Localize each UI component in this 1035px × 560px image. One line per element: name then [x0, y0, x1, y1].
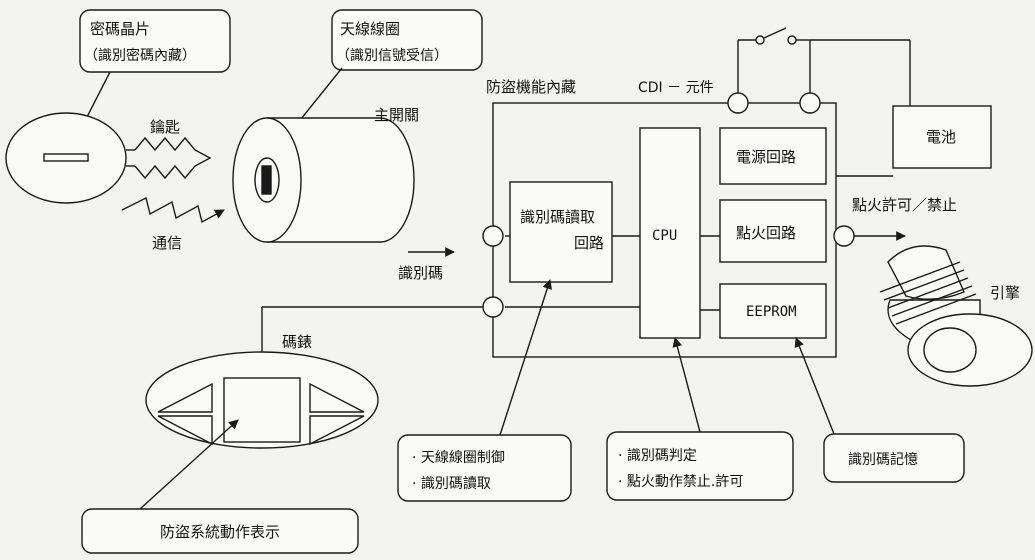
coil-callout-title: 天線線圈: [340, 20, 400, 38]
code-display-label: 碼錶: [282, 333, 312, 351]
engine-label: 引擎: [990, 284, 1020, 302]
judge-callout-line1: · 識別碼判定: [618, 448, 697, 464]
reader-circuit-label-line2: 回路: [574, 234, 604, 252]
power-circuit-label: 電源回路: [736, 148, 796, 166]
engine-icon: [879, 245, 1033, 387]
coil-control-callout-line2: · 識別碼讀取: [412, 476, 491, 492]
main-switch-icon: [232, 117, 415, 243]
display-callout-arrow: [139, 419, 239, 510]
memory-callout-arrow: [794, 337, 835, 435]
antitheft-builtin-label: 防盜機能內藏: [486, 78, 576, 96]
key-label: 鑰匙: [150, 118, 180, 136]
coil-control-callout-arrow: [499, 279, 552, 436]
chip-callout-box: [79, 9, 231, 73]
coil-control-callout-box: [397, 434, 572, 502]
main-switch-label: 主開關: [374, 106, 419, 124]
terminal-antenna: [482, 225, 504, 247]
terminal-switch-b: [799, 92, 821, 114]
eeprom-label: EEPROM: [746, 304, 797, 320]
ignition-circuit-label: 點火回路: [736, 224, 796, 242]
display-callout-label: 防盜系統動作表示: [160, 523, 280, 541]
cpu-label: CPU: [652, 228, 677, 244]
code-display-icon: [145, 351, 379, 449]
switch-lever: [763, 27, 787, 39]
id-code-label: 識別碼: [398, 264, 443, 282]
key-icon: [5, 112, 212, 204]
cdi-unit-label: CDI － 元件: [638, 80, 714, 96]
coil-control-callout-line1: · 天線線圈制御: [412, 450, 505, 466]
ignition-permit-label: 點火許可／禁止: [852, 196, 957, 214]
coil-callout-subtitle: （識別信號受信）: [336, 48, 448, 64]
switch-contact-right: [787, 35, 797, 45]
terminal-ignition-out: [833, 225, 855, 247]
terminal-switch-a: [727, 92, 749, 114]
battery-block: [892, 105, 992, 169]
judge-callout-arrow: [672, 337, 701, 433]
coil-callout-box: [331, 9, 483, 71]
memory-callout-box: [823, 433, 965, 483]
ignition-circuit-block: [719, 199, 827, 263]
eeprom-block: [719, 283, 827, 339]
cpu-block: [639, 127, 701, 339]
reader-circuit-label-line1: 識別碼讀取: [520, 208, 595, 226]
memory-callout-label: 識別碼記憶: [848, 451, 918, 468]
communication-label: 通信: [152, 234, 182, 252]
display-callout-box: [81, 508, 359, 554]
terminal-display: [482, 296, 504, 318]
chip-callout-title: 密碼晶片: [90, 20, 150, 38]
chip-callout-subtitle: （識別密碼內藏）: [84, 47, 196, 64]
judge-callout-line2: · 點火動作禁止.許可: [618, 474, 743, 490]
switch-contact-left: [755, 35, 765, 45]
reader-circuit-block: [509, 181, 613, 283]
communication-signal-icon: [121, 196, 225, 224]
battery-label: 電池: [926, 128, 956, 146]
power-circuit-block: [719, 127, 827, 185]
